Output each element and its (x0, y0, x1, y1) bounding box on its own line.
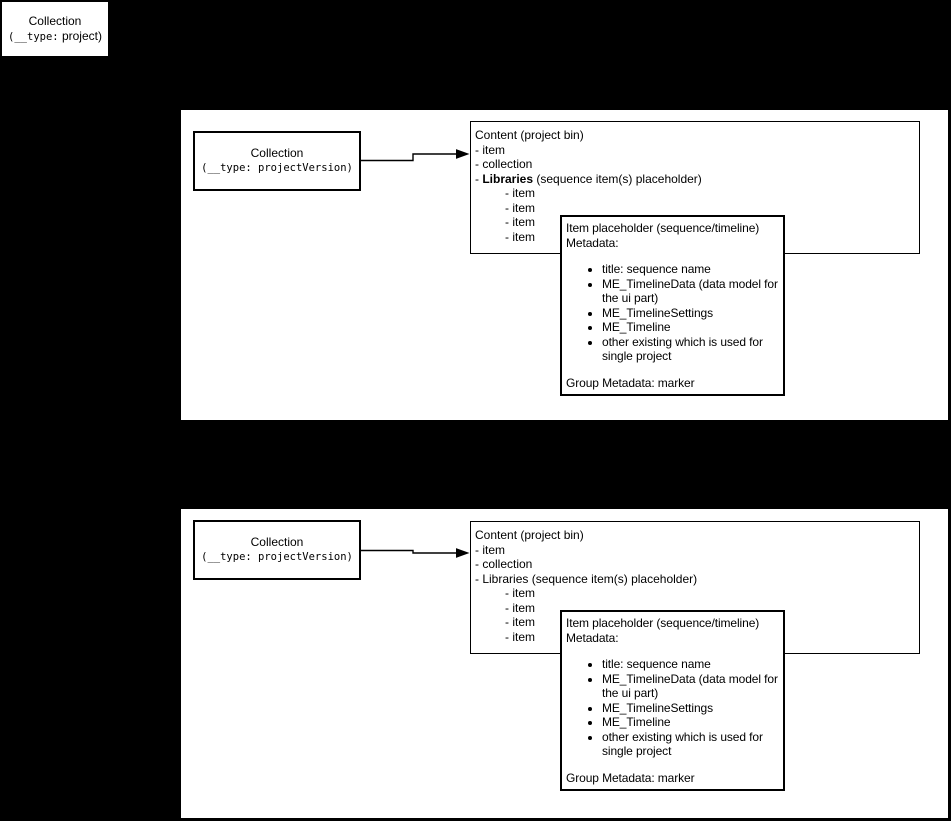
type-value: project) (58, 28, 102, 43)
item-placeholder-box: Item placeholder (sequence/timeline) Met… (560, 610, 785, 791)
collection-type-line: (__type: projectVersion) (201, 162, 353, 174)
diagram-panel-1: Collection (__type: projectVersion) Cont… (181, 110, 948, 420)
item-placeholder-title: Item placeholder (sequence/timeline) (566, 616, 760, 630)
metadata-bullet: ME_TimelineData (data model for the ui p… (602, 672, 781, 701)
libraries-label: Libraries (482, 171, 534, 186)
content-sub-item: - item (505, 600, 535, 615)
content-libraries-line: - Libraries (sequence item(s) placeholde… (475, 572, 915, 587)
content-sub-item: - item (505, 229, 535, 244)
collection-project-type: (__type: project) (8, 29, 102, 45)
metadata-bullet: other existing which is used for single … (602, 730, 781, 759)
content-item: - item (475, 142, 505, 157)
collection-type-line: (__type: projectVersion) (201, 551, 353, 563)
content-sub-item: - item (505, 215, 535, 229)
type-key-mono: (__type: (8, 30, 59, 43)
libraries-suffix: (sequence item(s) placeholder) (528, 571, 698, 586)
content-sub-item: - item (505, 586, 535, 600)
metadata-bullet: other existing which is used for single … (602, 335, 781, 364)
group-metadata-label: Group Metadata: marker (566, 375, 695, 390)
item-placeholder-title: Item placeholder (sequence/timeline) (566, 221, 760, 235)
content-sub-item: - item (505, 629, 535, 644)
diagram-panel-2: Collection (__type: projectVersion) Cont… (181, 509, 948, 818)
libraries-dash: - (475, 171, 483, 186)
metadata-bullet: ME_TimelineSettings (602, 701, 781, 716)
content-collection: - collection (475, 157, 533, 171)
collection-title: Collection (250, 535, 304, 549)
metadata-bullet: ME_Timeline (602, 715, 781, 730)
content-sub-item: - item (505, 615, 535, 629)
content-item: - item (475, 542, 505, 557)
collection-project-title: Collection (28, 13, 82, 28)
group-metadata-label: Group Metadata: marker (566, 770, 695, 785)
content-project-bin-box: Content (project bin) - item - collectio… (470, 121, 920, 254)
metadata-bullet: ME_TimelineSettings (602, 306, 781, 321)
content-libraries-line: - Libraries (sequence item(s) placeholde… (475, 172, 915, 187)
content-title: Content (project bin) (475, 528, 584, 542)
libraries-label: Libraries (482, 571, 529, 586)
metadata-bullet: ME_Timeline (602, 320, 781, 335)
collection-projectversion-box: Collection (__type: projectVersion) (193, 520, 361, 580)
metadata-label: Metadata: (566, 235, 619, 250)
metadata-list: title: sequence name ME_TimelineData (da… (566, 657, 781, 759)
collection-title: Collection (250, 146, 304, 160)
content-collection: - collection (475, 557, 533, 571)
metadata-label: Metadata: (566, 630, 619, 645)
content-title: Content (project bin) (475, 128, 584, 142)
metadata-list: title: sequence name ME_TimelineData (da… (566, 262, 781, 364)
collection-projectversion-box: Collection (__type: projectVersion) (193, 131, 361, 191)
metadata-bullet: title: sequence name (602, 657, 781, 672)
item-placeholder-box: Item placeholder (sequence/timeline) Met… (560, 215, 785, 396)
metadata-bullet: title: sequence name (602, 262, 781, 277)
libraries-suffix: (sequence item(s) placeholder) (533, 171, 702, 186)
libraries-dash: - (475, 571, 483, 586)
collection-project-box: Collection (__type: project) (0, 0, 110, 58)
metadata-bullet: ME_TimelineData (data model for the ui p… (602, 277, 781, 306)
content-sub-item: - item (505, 186, 535, 200)
content-sub-item: - item (505, 200, 535, 215)
